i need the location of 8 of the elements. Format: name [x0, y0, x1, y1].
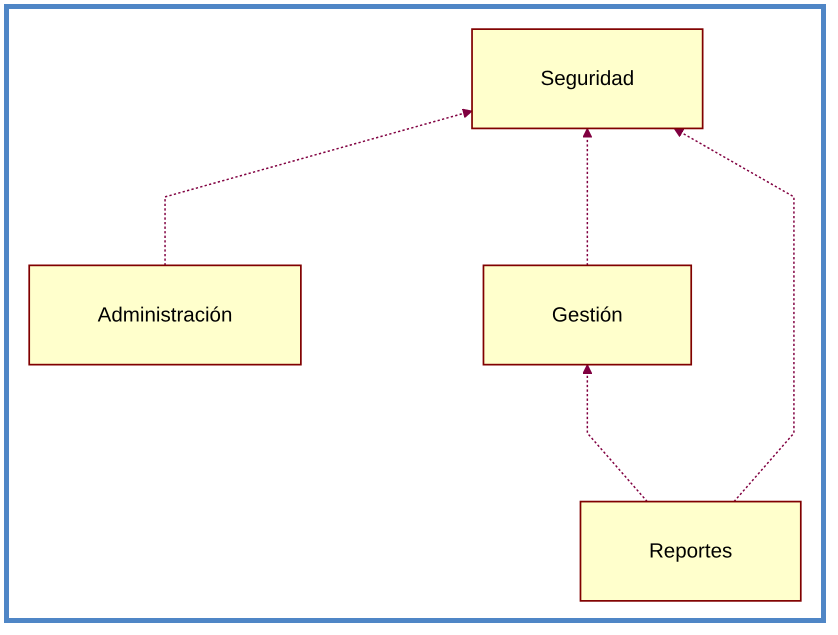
arrow — [582, 128, 592, 266]
node-box: Gestión — [482, 264, 692, 366]
node-box: Administración — [28, 264, 302, 366]
node-box: Seguridad — [471, 28, 704, 130]
arrow — [674, 128, 795, 502]
arrow — [164, 108, 472, 266]
arrow — [582, 364, 648, 502]
node-box: Reportes — [580, 500, 802, 602]
